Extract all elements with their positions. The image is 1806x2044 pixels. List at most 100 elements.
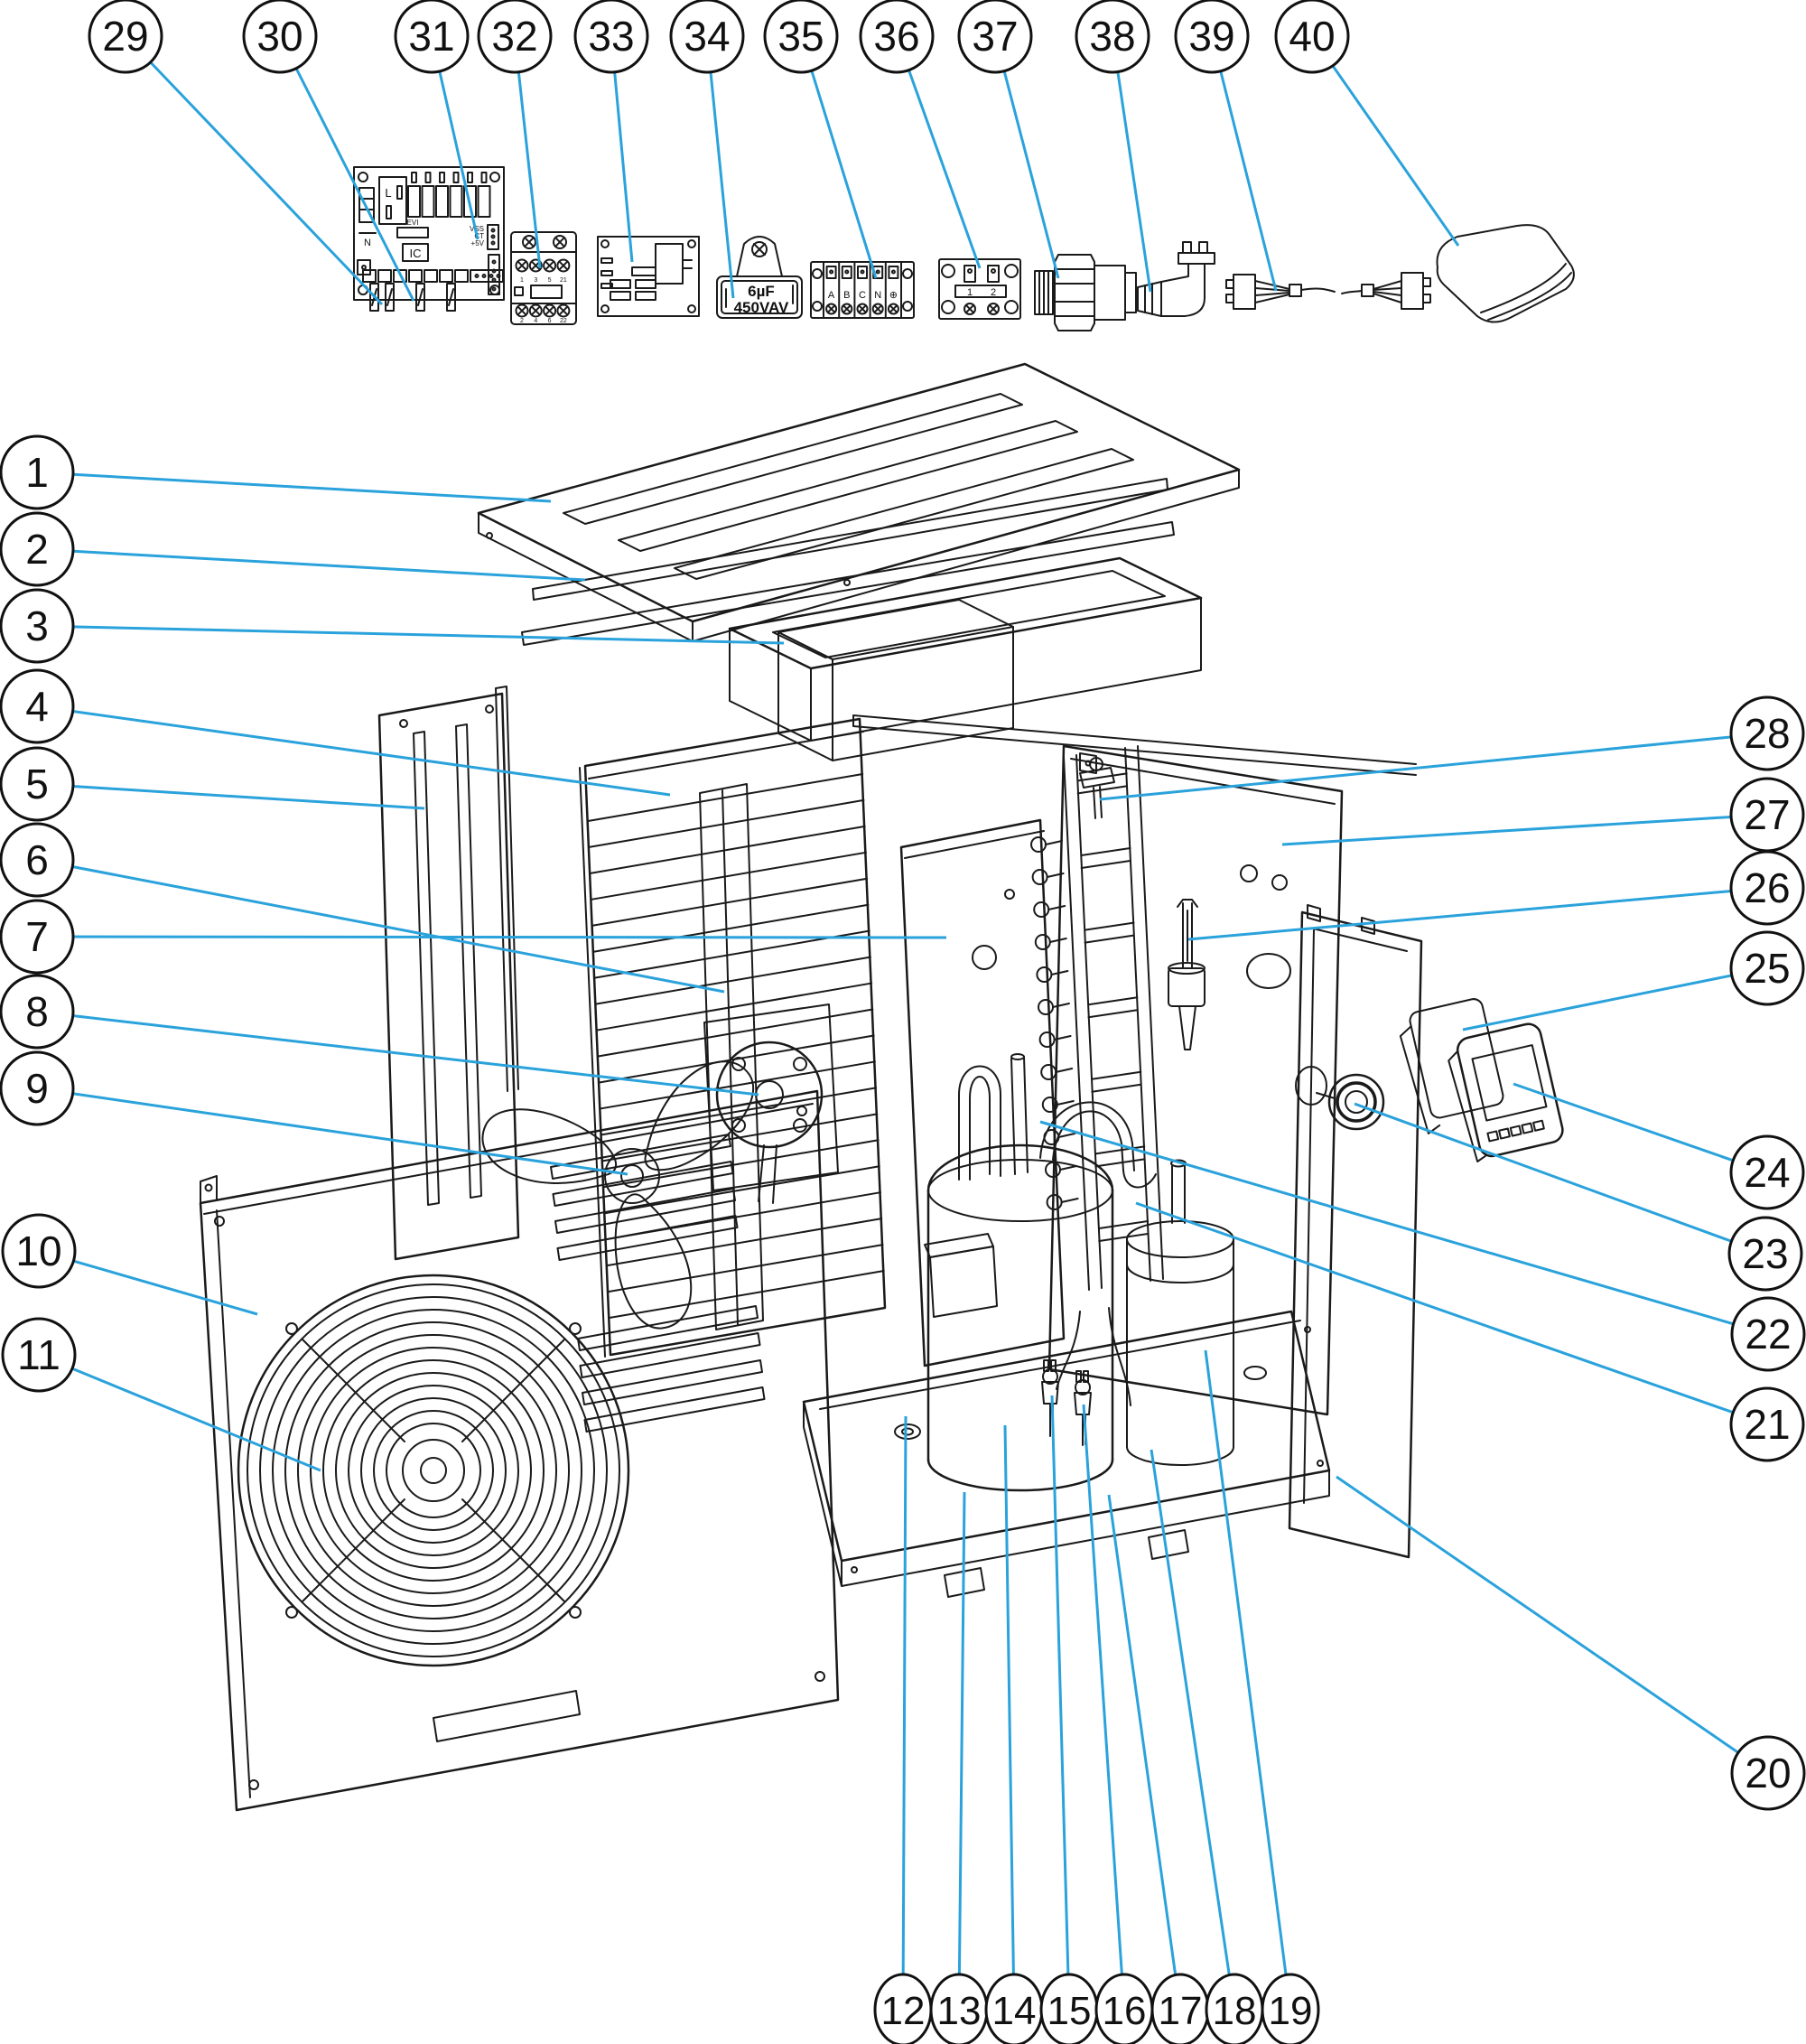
- pcb-label-l: L: [385, 186, 391, 200]
- capacitor-label-value: 6µF: [748, 283, 775, 300]
- leader-line-37: [993, 35, 1060, 279]
- callout-number-39: 39: [1188, 13, 1234, 60]
- callout-number-29: 29: [102, 13, 148, 60]
- callout-1: [0, 434, 75, 510]
- callout-24: [1729, 1134, 1805, 1210]
- callout-25: [1729, 930, 1805, 1006]
- callout-number-34: 34: [684, 13, 730, 60]
- callout-10: [1, 1213, 77, 1289]
- sensor-bracket: [1079, 757, 1115, 819]
- leader-line-1: [36, 471, 552, 503]
- partition-panel: [899, 818, 1066, 1367]
- contactor-terminal-top-label: 1: [520, 277, 524, 284]
- callout-number-5: 5: [25, 761, 49, 807]
- compressor: [924, 1143, 1114, 1492]
- leader-line-39: [1210, 35, 1278, 292]
- leader-line-14: [1003, 1424, 1016, 2011]
- callout-29: [88, 0, 163, 74]
- leader-line-35: [799, 35, 878, 279]
- leader-line-5: [36, 782, 425, 810]
- capacitor-part: 6µF 450VAV: [716, 236, 803, 319]
- accumulator: [1126, 1159, 1234, 1466]
- mounting-rails: [521, 478, 1175, 646]
- leader-line-32: [513, 35, 542, 269]
- wire-harness-part: [1225, 272, 1431, 310]
- callout-38: [1075, 0, 1150, 74]
- callout-number-1: 1: [25, 449, 49, 496]
- callout-number-21: 21: [1744, 1401, 1790, 1448]
- callout-35: [763, 0, 839, 74]
- callout-21: [1729, 1386, 1805, 1462]
- fan-grille: [237, 1274, 630, 1667]
- controller-box: [1399, 998, 1504, 1134]
- drain-elbow-part: [1137, 241, 1215, 317]
- callout-2: [0, 511, 75, 587]
- contactor-terminal-bottom-label: 4: [534, 318, 537, 324]
- callout-3: [0, 588, 75, 664]
- leader-line-29: [124, 34, 384, 306]
- callout-28: [1729, 695, 1805, 771]
- leader-line-15: [1050, 1395, 1071, 2011]
- leader-line-34: [705, 35, 735, 299]
- callout-32: [477, 0, 553, 74]
- contactor-terminal-top-label: 3: [534, 277, 537, 284]
- leader-line-23: [1354, 1102, 1766, 1255]
- leader-line-24: [1513, 1082, 1768, 1174]
- right-door-panel: [1288, 904, 1423, 1559]
- callout-number-3: 3: [25, 602, 49, 649]
- left-side-panel: [377, 692, 520, 1261]
- callout-number-37: 37: [972, 13, 1018, 60]
- top-cover: [477, 362, 1241, 642]
- leader-line-6: [36, 858, 725, 994]
- pcb-label-n: N: [364, 238, 371, 248]
- callout-number-13: 13: [937, 1989, 982, 2033]
- callout-36: [859, 0, 935, 74]
- callout-number-36: 36: [873, 13, 919, 60]
- contactor-terminal-bottom-label: 6: [548, 318, 552, 324]
- leader-line-22: [1039, 1120, 1769, 1336]
- callout-number-22: 22: [1745, 1311, 1791, 1358]
- callout-7: [0, 899, 75, 975]
- pcb-label-ic: IC: [410, 247, 422, 260]
- callout-9: [0, 1050, 75, 1126]
- leader-line-17: [1107, 1494, 1182, 2011]
- leader-line-13: [957, 1491, 966, 2011]
- leader-line-33: [610, 35, 634, 263]
- controller-display: [1448, 1022, 1564, 1163]
- terminal-block-5-label: C: [859, 290, 866, 301]
- callout-number-17: 17: [1159, 1989, 1203, 2033]
- leader-line-19: [1204, 1349, 1292, 2011]
- leader-line-20: [1336, 1475, 1769, 1775]
- base-pan: [802, 1310, 1331, 1598]
- leader-line-25: [1462, 966, 1768, 1031]
- callout-8: [0, 974, 75, 1050]
- callout-34: [669, 0, 745, 74]
- terminal-block-5-label: A: [828, 290, 835, 301]
- leader-line-9: [36, 1087, 628, 1176]
- callout-6: [0, 822, 75, 898]
- contactor-terminal-bottom-label: 22: [560, 318, 567, 324]
- callout-number-25: 25: [1744, 945, 1790, 992]
- leader-line-38: [1111, 35, 1152, 293]
- leader-line-3: [36, 624, 785, 645]
- leader-line-12: [901, 1415, 908, 2011]
- callout-31: [394, 0, 470, 74]
- leader-line-36: [895, 35, 982, 269]
- callout-23: [1727, 1216, 1803, 1292]
- callout-number-40: 40: [1289, 13, 1335, 60]
- callout-5: [0, 746, 75, 822]
- leader-line-2: [36, 547, 586, 582]
- contactor-terminal-bottom-label: 2: [520, 318, 524, 324]
- soft-start-pcb-part: [597, 236, 700, 317]
- contactor-terminal-top-label: 21: [560, 277, 567, 284]
- callout-22: [1730, 1296, 1806, 1372]
- leader-line-11: [38, 1353, 321, 1472]
- callout-39: [1174, 0, 1250, 74]
- callout-number-14: 14: [992, 1989, 1037, 2033]
- callout-number-30: 30: [256, 13, 303, 60]
